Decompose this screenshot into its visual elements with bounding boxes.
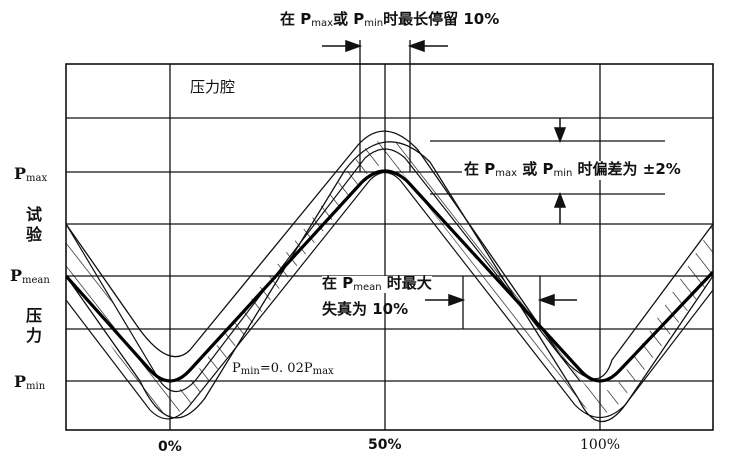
tolerance-band <box>66 130 713 423</box>
pmin-relation: Pmin=0. 02Pmax <box>232 361 334 377</box>
chamber-label: 压力腔 <box>190 78 236 96</box>
xtick-50: 50% <box>368 437 402 453</box>
distortion-annotation-line2: 失真为 10% <box>322 300 409 318</box>
deviation-annotation: 在 Pmax 或 Pmin 时偏差为 ±2% <box>462 160 683 180</box>
dwell-annotation: 在 Pmax或 Pmin时最长停留 10% <box>280 10 500 29</box>
ytick-pmin: Pmin <box>14 372 46 392</box>
pressure-waveform <box>66 169 713 383</box>
ytick-pmax: Pmax <box>14 164 48 184</box>
annotation-arrows <box>322 39 577 307</box>
xtick-0: 0% <box>158 439 182 455</box>
xtick-100: 100% <box>580 437 621 453</box>
ylabel-top: 试验 <box>26 205 43 244</box>
ylabel-bottom: 压力 <box>26 306 43 345</box>
ytick-pmean: Pmean <box>10 266 50 286</box>
grid-lines <box>66 40 713 430</box>
distortion-annotation-line1: 在 Pmean 时最大 <box>322 274 432 293</box>
